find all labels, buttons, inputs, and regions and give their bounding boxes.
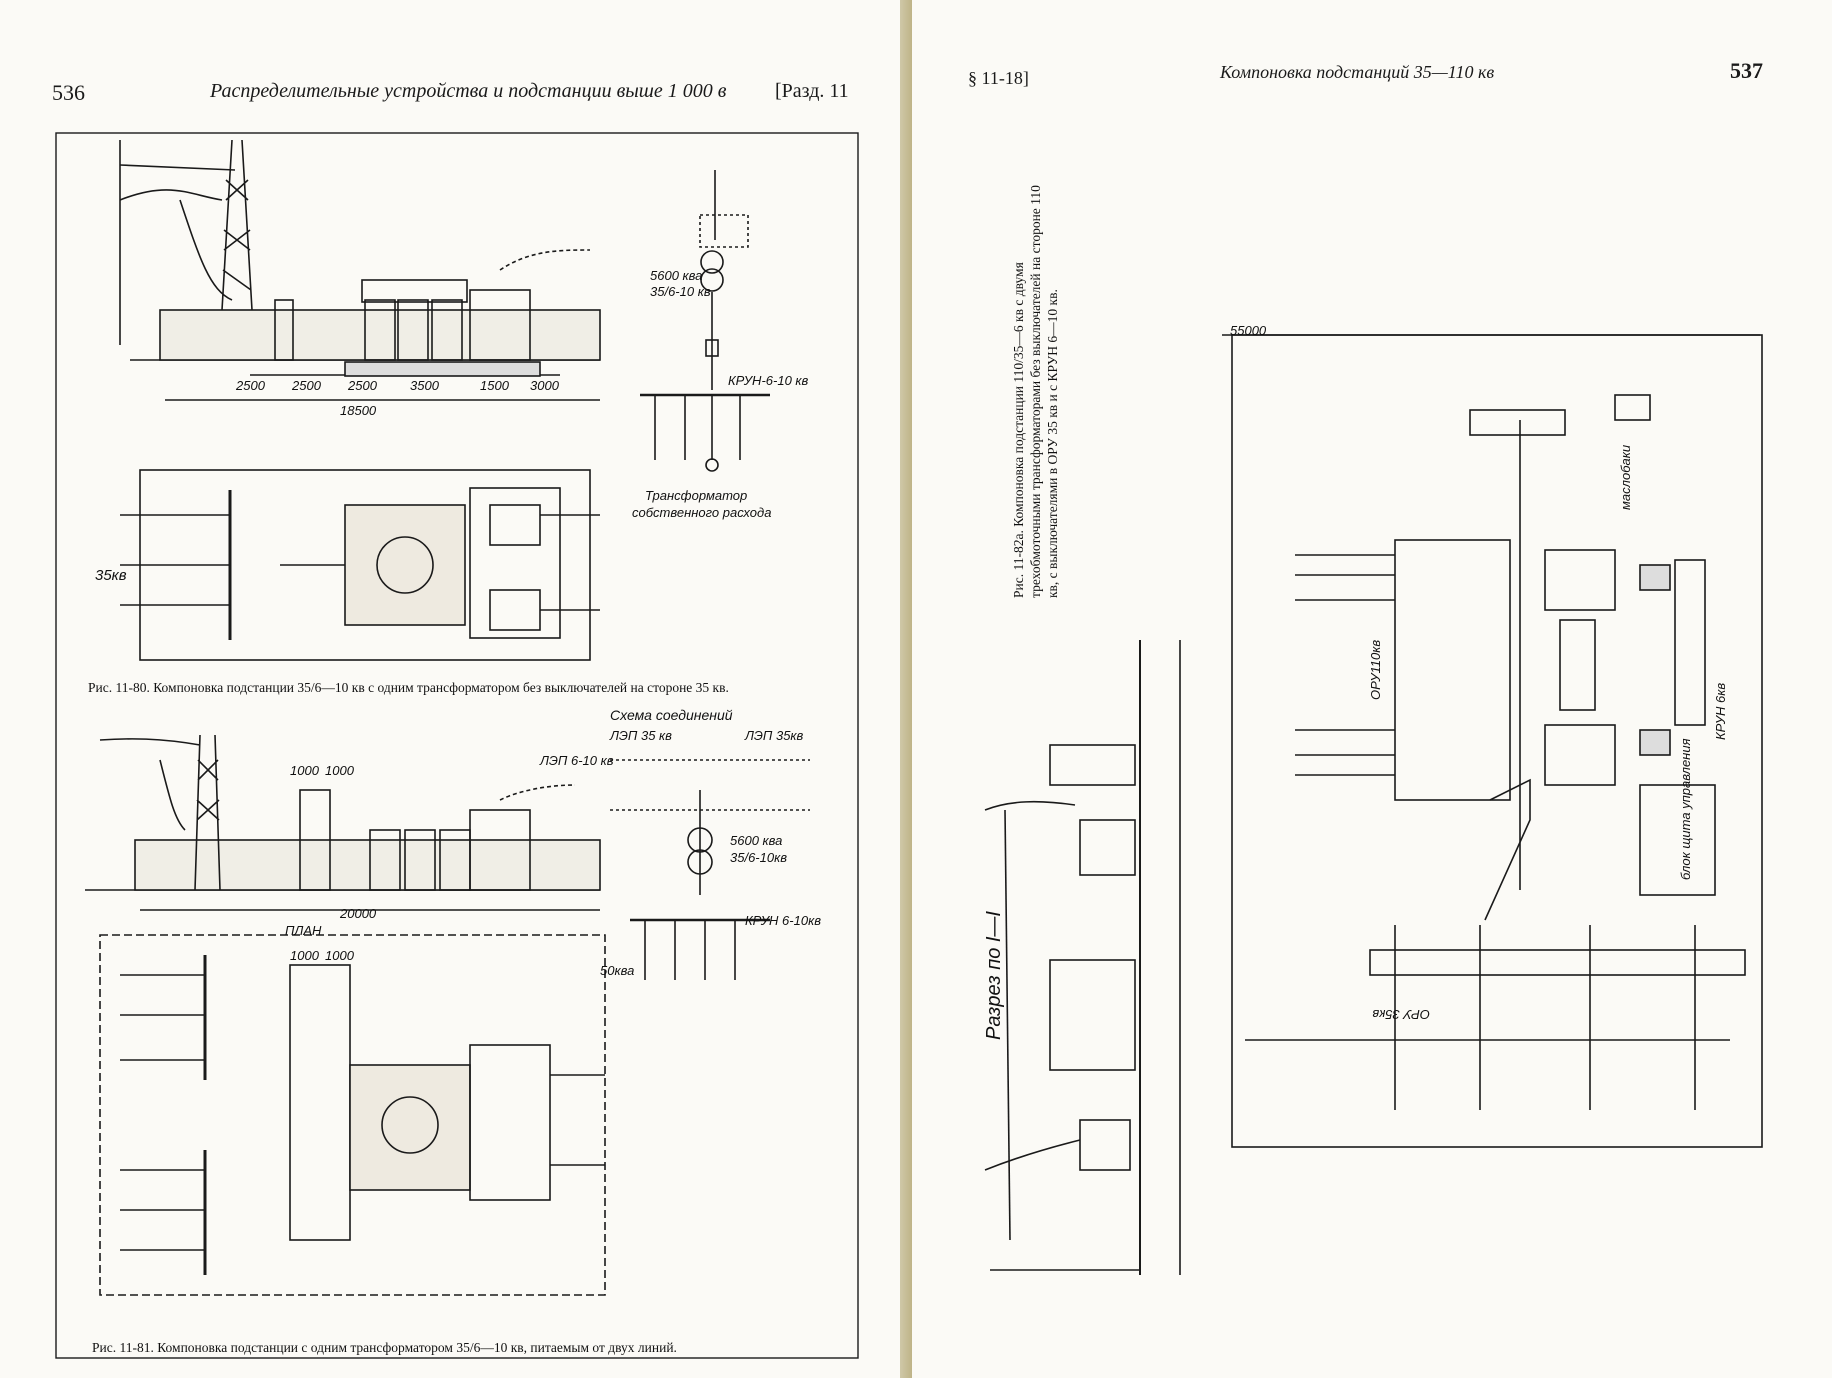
dim-1500: 1500 — [480, 378, 510, 393]
fig80-transformer: 5600 ква — [650, 268, 702, 283]
left-page-number: 536 — [52, 80, 85, 105]
fig81-lep610: ЛЭП 6-10 кв — [539, 753, 614, 768]
right-page — [912, 0, 1832, 1378]
fig81-kru: КРУН 6-10кв — [745, 913, 821, 928]
fig80-ratio: 35/6-10 кв — [650, 284, 711, 299]
right-running-title: Компоновка подстанций 35—110 кв — [1220, 62, 1495, 82]
left-running-title: Распределительные устройства и подстанци… — [210, 80, 727, 102]
fig81-transformer: 5600 ква — [730, 833, 782, 848]
label-35kv: 35кв — [95, 567, 127, 584]
fig80-elevation — [119, 139, 601, 401]
dim-2500-1: 2500 — [235, 378, 266, 393]
fig81-dim-1000-a: 1000 — [290, 763, 320, 778]
fig81-elevation — [85, 734, 601, 911]
fig80-schematic — [640, 170, 770, 472]
fig81-ratio: 35/6-10кв — [730, 850, 787, 865]
dim-2500-2: 2500 — [291, 378, 322, 393]
plan-krun: КРУН 6кв — [1713, 683, 1728, 740]
fig81-plan — [99, 934, 606, 1296]
fig81-lep1: ЛЭП 35 кв — [609, 728, 672, 743]
section-label: Разрез по I—I — [983, 911, 1005, 1040]
fig80-aux-1: Трансформатор — [645, 488, 747, 503]
fig80-caption: Рис. 11-80. Компоновка подстанции 35/6—1… — [88, 680, 729, 695]
fig81-dim-20000: 20000 — [339, 906, 377, 921]
plan-oru110: ОРУ110кв — [1368, 640, 1383, 700]
fig80-aux-2: собственного расхода — [632, 505, 771, 520]
fig81-aux: 50ква — [600, 963, 634, 978]
plan-dim-55000: 55000 — [1230, 323, 1267, 338]
section-I-I — [984, 640, 1181, 1275]
dim-3000: 3000 — [530, 378, 560, 393]
right-page-number: 537 — [1730, 58, 1763, 83]
fig81-scheme-title: Схема соединений — [610, 707, 733, 723]
plan-blok: блок щита управления — [1678, 738, 1693, 880]
plan-maslo: маслобаки — [1618, 445, 1633, 510]
dim-18500: 18500 — [340, 403, 377, 418]
plan-oru35: ОРУ 35кв — [1372, 1007, 1430, 1022]
fig81-plan-dim-b: 1000 — [325, 948, 355, 963]
left-section-ref: [Разд. 11 — [775, 80, 849, 102]
fig82-plan — [1222, 334, 1763, 1148]
fig80-plan — [120, 469, 600, 661]
fig81-plan-label: ПЛАН — [285, 923, 322, 938]
dim-2500-3: 2500 — [347, 378, 378, 393]
left-figure-frame — [55, 132, 859, 1359]
fig81-plan-dim-a: 1000 — [290, 948, 320, 963]
fig81-lep2: ЛЭП 35кв — [744, 728, 804, 743]
dim-3500: 3500 — [410, 378, 440, 393]
fig80-kru: КРУН-6-10 кв — [728, 373, 809, 388]
fig82-caption: Рис. 11-82а. Компоновка подстанции 110/3… — [1011, 185, 1060, 598]
right-section-ref: § 11-18] — [968, 68, 1029, 88]
fig81-caption: Рис. 11-81. Компоновка подстанции с одни… — [92, 1340, 677, 1355]
fig81-dim-1000-b: 1000 — [325, 763, 355, 778]
fig81-schematic — [610, 759, 810, 980]
